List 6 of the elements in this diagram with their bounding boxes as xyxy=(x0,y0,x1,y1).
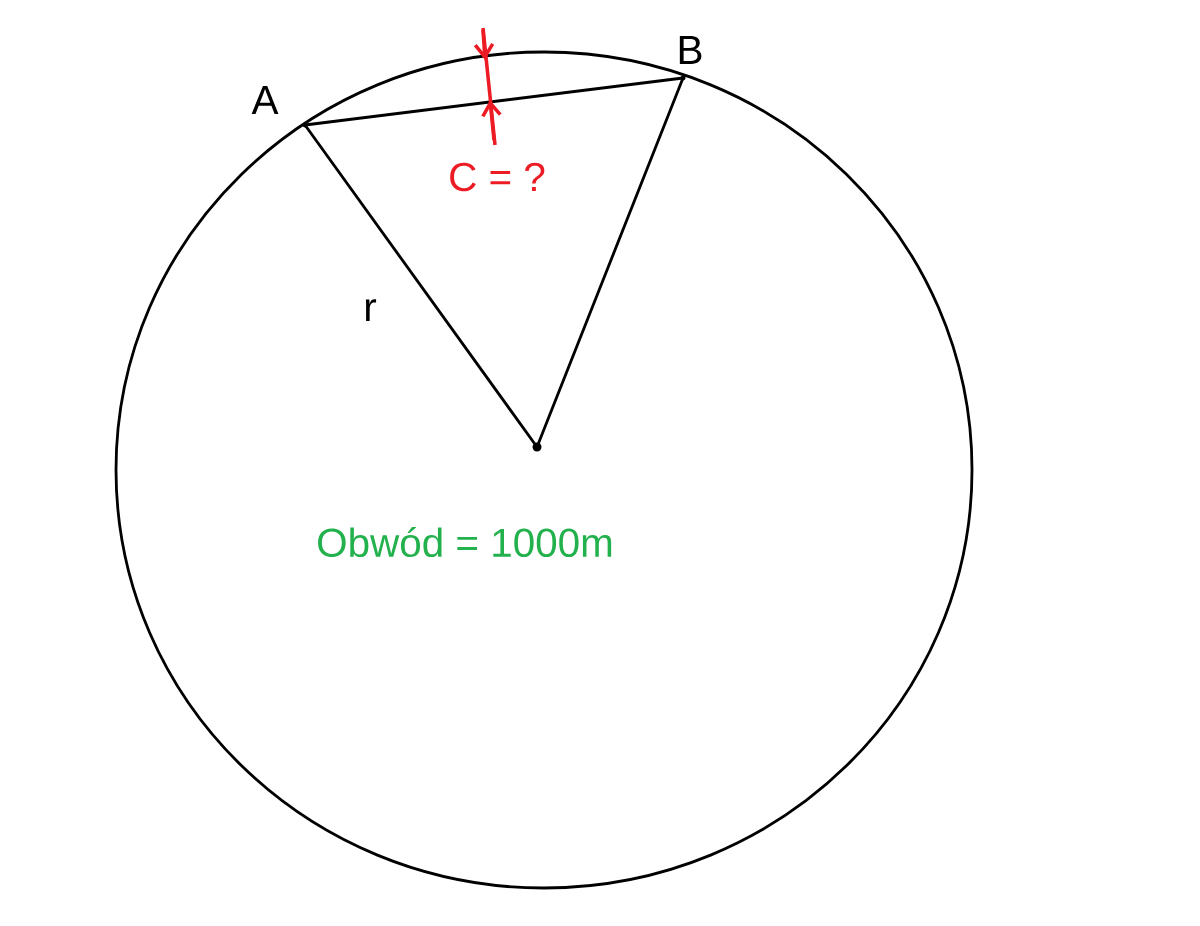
point-label: A xyxy=(251,86,279,114)
edge-label: r xyxy=(361,297,379,323)
point xyxy=(532,442,542,452)
line-segment xyxy=(535,76,685,449)
line-segment xyxy=(303,123,539,449)
dimension-label: C = ? xyxy=(450,162,545,192)
